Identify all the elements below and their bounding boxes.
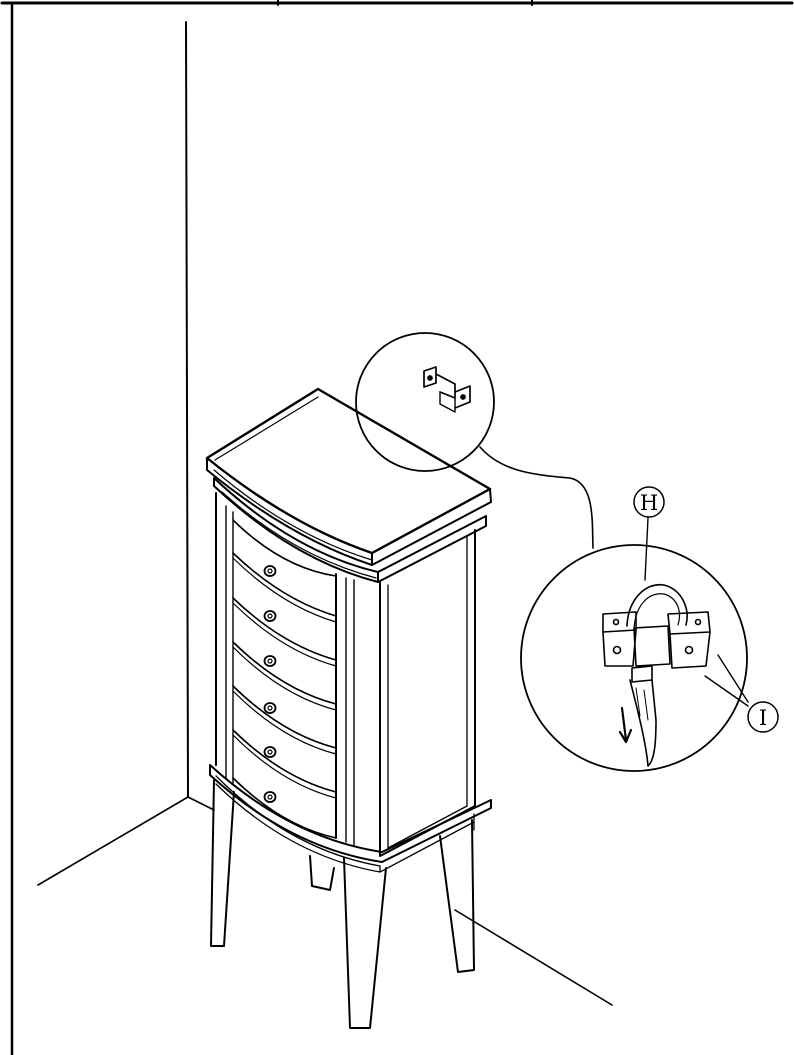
label-leaders <box>644 517 749 707</box>
front-stiles <box>215 492 355 847</box>
drawer-knobs <box>263 565 277 803</box>
jewelry-armoire <box>205 387 492 1029</box>
bottom-molding <box>209 764 492 873</box>
label-h: H <box>640 491 658 515</box>
label-i-marker: I <box>747 701 779 733</box>
armoire-legs <box>210 779 475 1029</box>
label-i: I <box>759 706 767 730</box>
bracket-detail-callout <box>355 332 594 549</box>
wall-bracket-icon <box>423 366 471 413</box>
cable-tie-detail-callout <box>520 544 748 772</box>
armoire-top <box>205 387 492 566</box>
room-corner <box>37 21 613 1006</box>
tie-lock-head-icon <box>631 625 671 683</box>
upper-molding <box>213 477 487 583</box>
pull-direction-arrow-icon <box>618 706 633 744</box>
drawer-stack <box>232 519 337 839</box>
side-panel <box>379 529 476 857</box>
label-h-marker: H <box>633 486 665 518</box>
mounting-bracket-left-icon <box>602 611 637 667</box>
mounting-bracket-right-icon <box>667 611 711 669</box>
